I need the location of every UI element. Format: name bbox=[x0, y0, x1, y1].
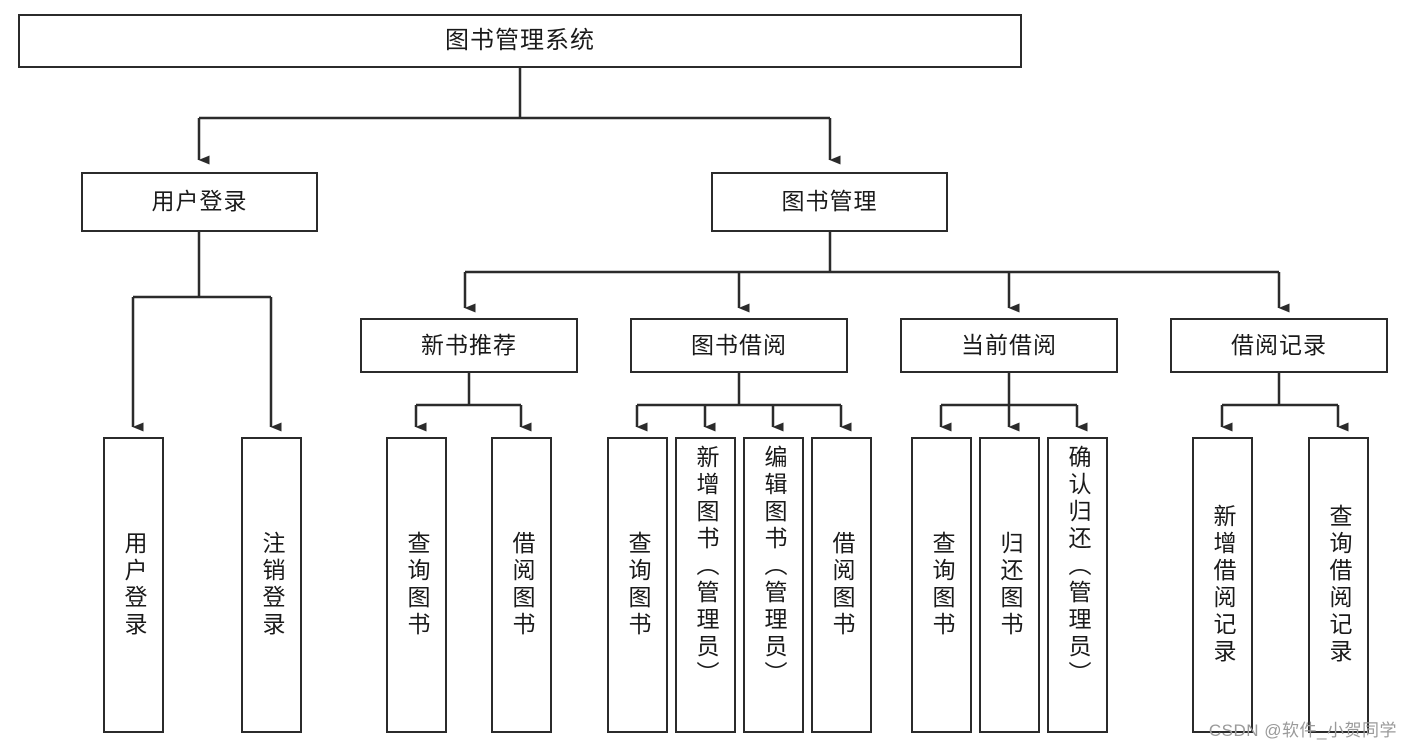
leaf-borrow-record-query[interactable]: 查询借阅记录 bbox=[1308, 437, 1369, 733]
leaf-current-borrow-confirm-label: 确认归还（管理员） bbox=[1065, 445, 1091, 688]
leaf-book-borrow-query-label: 查询图书 bbox=[625, 531, 651, 639]
node-new-book-recommend[interactable]: 新书推荐 bbox=[360, 318, 578, 373]
node-borrow-record-label: 借阅记录 bbox=[1231, 331, 1327, 358]
leaf-book-borrow-edit-label: 编辑图书（管理员） bbox=[761, 445, 787, 688]
leaf-new-book-borrow-label: 借阅图书 bbox=[509, 531, 535, 639]
leaf-user-login-login[interactable]: 用户登录 bbox=[103, 437, 164, 733]
node-user-login-label: 用户登录 bbox=[151, 188, 248, 215]
leaf-book-borrow-query[interactable]: 查询图书 bbox=[607, 437, 668, 733]
leaf-current-borrow-confirm[interactable]: 确认归还（管理员） bbox=[1047, 437, 1108, 733]
leaf-user-login-logout[interactable]: 注销登录 bbox=[241, 437, 302, 733]
node-current-borrow-label: 当前借阅 bbox=[961, 331, 1057, 358]
leaf-new-book-query-label: 查询图书 bbox=[404, 531, 430, 639]
node-root-label: 图书管理系统 bbox=[445, 26, 595, 54]
node-current-borrow[interactable]: 当前借阅 bbox=[900, 318, 1118, 373]
leaf-book-borrow-borrow[interactable]: 借阅图书 bbox=[811, 437, 872, 733]
leaf-book-borrow-borrow-label: 借阅图书 bbox=[829, 531, 855, 639]
leaf-current-borrow-return[interactable]: 归还图书 bbox=[979, 437, 1040, 733]
leaf-current-borrow-query[interactable]: 查询图书 bbox=[911, 437, 972, 733]
leaf-borrow-record-add-label: 新增借阅记录 bbox=[1210, 504, 1236, 666]
node-borrow-record[interactable]: 借阅记录 bbox=[1170, 318, 1388, 373]
leaf-current-borrow-return-label: 归还图书 bbox=[997, 531, 1023, 639]
leaf-book-borrow-edit[interactable]: 编辑图书（管理员） bbox=[743, 437, 804, 733]
leaf-book-borrow-add[interactable]: 新增图书（管理员） bbox=[675, 437, 736, 733]
node-book-borrow-label: 图书借阅 bbox=[691, 331, 787, 358]
node-book-management[interactable]: 图书管理 bbox=[711, 172, 948, 232]
node-book-borrow[interactable]: 图书借阅 bbox=[630, 318, 848, 373]
leaf-current-borrow-query-label: 查询图书 bbox=[929, 531, 955, 639]
node-user-login[interactable]: 用户登录 bbox=[81, 172, 318, 232]
node-root-system[interactable]: 图书管理系统 bbox=[18, 14, 1022, 68]
leaf-new-book-query[interactable]: 查询图书 bbox=[386, 437, 447, 733]
leaf-borrow-record-query-label: 查询借阅记录 bbox=[1326, 504, 1352, 666]
leaf-book-borrow-add-label: 新增图书（管理员） bbox=[693, 445, 719, 688]
node-new-book-recommend-label: 新书推荐 bbox=[421, 331, 517, 358]
leaf-user-login-login-label: 用户登录 bbox=[121, 531, 147, 639]
leaf-new-book-borrow[interactable]: 借阅图书 bbox=[491, 437, 552, 733]
leaf-user-login-logout-label: 注销登录 bbox=[259, 531, 285, 639]
leaf-borrow-record-add[interactable]: 新增借阅记录 bbox=[1192, 437, 1253, 733]
node-book-management-label: 图书管理 bbox=[781, 188, 878, 215]
